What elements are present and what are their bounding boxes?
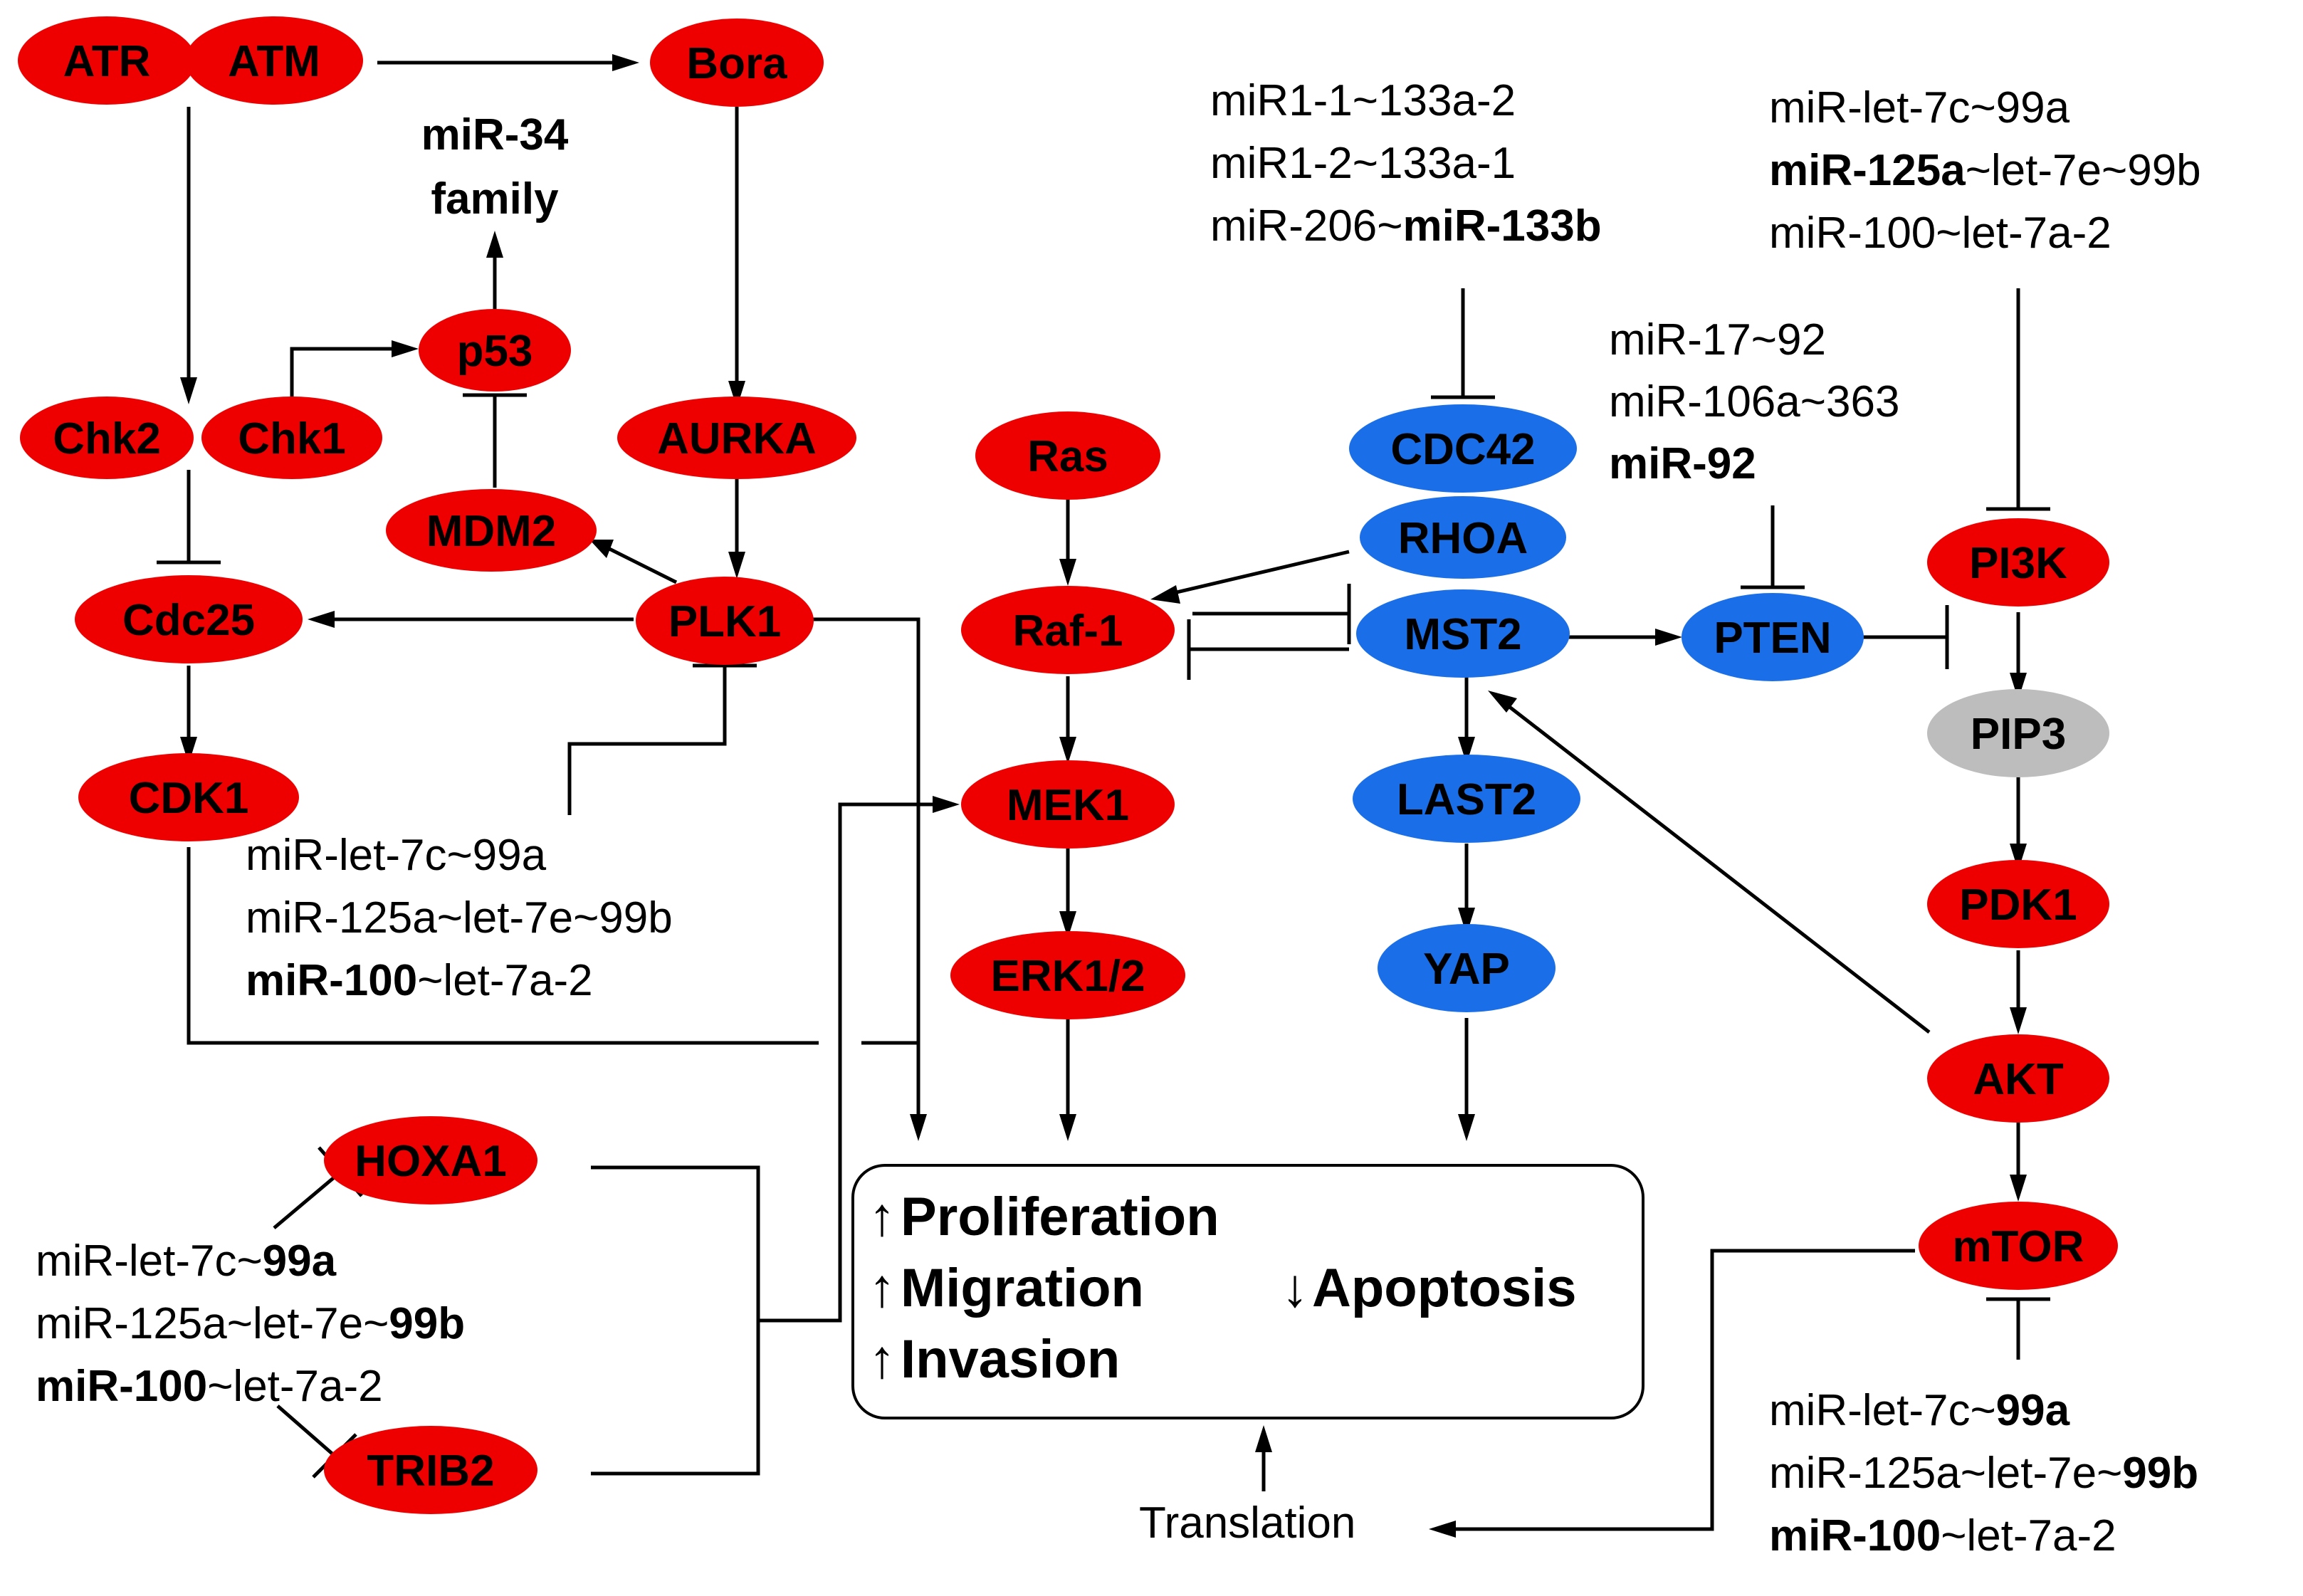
- arrow-up-1: ↑: [869, 1187, 896, 1247]
- arrow-down: ↓: [1281, 1258, 1308, 1318]
- svg-text:miR-100~let-7a-2: miR-100~let-7a-2: [1769, 1511, 2116, 1560]
- node-bora: Bora: [650, 19, 824, 107]
- svg-text:Cdc25: Cdc25: [122, 596, 255, 645]
- svg-text:MST2: MST2: [1404, 610, 1521, 659]
- nodes: ATR ATM Bora miR-34 family p53 Chk2 Chk1…: [18, 16, 2118, 1514]
- arrow-up-3: ↑: [869, 1329, 896, 1390]
- node-atm: ATM: [185, 16, 363, 105]
- node-last2: LAST2: [1353, 755, 1580, 843]
- proliferation-label: Proliferation: [901, 1187, 1219, 1247]
- svg-text:ATM: ATM: [228, 37, 320, 86]
- node-hoxa1: HOXA1: [324, 1116, 537, 1204]
- svg-text:AURKA: AURKA: [657, 414, 817, 463]
- mirna-group-pten: miR-17~92 miR-106a~363 miR-92: [1609, 315, 1899, 488]
- svg-text:miR1-2~133a-1: miR1-2~133a-1: [1210, 139, 1516, 188]
- svg-text:mTOR: mTOR: [1953, 1222, 2084, 1271]
- svg-text:miR-125a~let-7e~99b: miR-125a~let-7e~99b: [246, 893, 673, 943]
- svg-text:miR-let-7c~99a: miR-let-7c~99a: [36, 1237, 337, 1286]
- mirna-group-hox: miR-let-7c~99a miR-125a~let-7e~99b miR-1…: [36, 1237, 465, 1411]
- mir34-line2: family: [431, 174, 559, 224]
- svg-text:miR1-1~133a-2: miR1-1~133a-2: [1210, 76, 1516, 125]
- svg-text:HOXA1: HOXA1: [355, 1137, 507, 1186]
- node-erk12: ERK1/2: [950, 931, 1185, 1019]
- svg-text:PDK1: PDK1: [1959, 881, 2077, 930]
- svg-text:miR-100~let-7a-2: miR-100~let-7a-2: [36, 1362, 383, 1411]
- node-mdm2: MDM2: [386, 489, 597, 572]
- node-pip3: PIP3: [1927, 689, 2109, 777]
- apoptosis-label: Apoptosis: [1312, 1258, 1577, 1318]
- translation-label: Translation: [1139, 1498, 1355, 1548]
- svg-text:Bora: Bora: [686, 39, 787, 88]
- node-rhoa: RHOA: [1360, 496, 1566, 579]
- mir34-line1: miR-34: [421, 110, 569, 159]
- svg-text:miR-17~92: miR-17~92: [1609, 315, 1826, 364]
- node-mtor: mTOR: [1919, 1202, 2118, 1290]
- svg-text:TRIB2: TRIB2: [367, 1447, 494, 1496]
- svg-text:miR-106a~363: miR-106a~363: [1609, 377, 1899, 426]
- mirna-group-cdc42: miR1-1~133a-2 miR1-2~133a-1 miR-206~miR-…: [1210, 76, 1602, 251]
- svg-text:p53: p53: [457, 327, 533, 376]
- node-pdk1: PDK1: [1927, 860, 2109, 948]
- node-pten: PTEN: [1682, 593, 1864, 681]
- mirna-group-pi3k: miR-let-7c~99a miR-125a~let-7e~99b miR-1…: [1769, 83, 2201, 258]
- svg-text:miR-125a~let-7e~99b: miR-125a~let-7e~99b: [36, 1299, 465, 1348]
- svg-text:MEK1: MEK1: [1007, 781, 1129, 830]
- svg-text:PI3K: PI3K: [1969, 539, 2067, 588]
- svg-text:LAST2: LAST2: [1397, 775, 1536, 824]
- svg-text:Chk2: Chk2: [53, 414, 161, 463]
- svg-text:PLK1: PLK1: [668, 597, 781, 646]
- svg-text:Ras: Ras: [1027, 432, 1108, 481]
- svg-text:ERK1/2: ERK1/2: [990, 952, 1145, 1001]
- svg-text:RHOA: RHOA: [1398, 514, 1528, 563]
- svg-text:Raf-1: Raf-1: [1012, 607, 1123, 656]
- svg-text:MDM2: MDM2: [426, 507, 557, 556]
- node-chk2: Chk2: [20, 397, 194, 479]
- svg-text:AKT: AKT: [1973, 1055, 2064, 1104]
- svg-text:miR-125a~let-7e~99b: miR-125a~let-7e~99b: [1769, 146, 2201, 195]
- svg-text:ATR: ATR: [63, 37, 151, 86]
- svg-text:miR-100~let-7a-2: miR-100~let-7a-2: [246, 956, 593, 1005]
- node-cdc42: CDC42: [1349, 404, 1577, 493]
- svg-text:Chk1: Chk1: [238, 414, 346, 463]
- svg-text:miR-206~miR-133b: miR-206~miR-133b: [1210, 201, 1602, 251]
- arrow-up-2: ↑: [869, 1258, 896, 1318]
- node-atr: ATR: [18, 16, 196, 105]
- invasion-label: Invasion: [901, 1329, 1120, 1390]
- migration-label: Migration: [901, 1258, 1144, 1318]
- node-chk1: Chk1: [201, 397, 382, 479]
- node-mek1: MEK1: [961, 760, 1175, 849]
- node-p53: p53: [419, 309, 571, 392]
- node-plk1: PLK1: [636, 577, 814, 665]
- svg-text:miR-100~let-7a-2: miR-100~let-7a-2: [1769, 209, 2111, 258]
- node-akt: AKT: [1927, 1034, 2109, 1123]
- outcome-labels: ↑ Proliferation ↑ Migration ↑ Invasion ↓…: [869, 1187, 1577, 1390]
- node-mst2: MST2: [1356, 589, 1570, 678]
- svg-text:PTEN: PTEN: [1714, 614, 1831, 663]
- node-yap: YAP: [1378, 924, 1556, 1012]
- node-raf1: Raf-1: [961, 586, 1175, 674]
- svg-text:miR-let-7c~99a: miR-let-7c~99a: [246, 831, 547, 880]
- node-ras: Ras: [975, 411, 1160, 500]
- mirna-group-plk1: miR-let-7c~99a miR-125a~let-7e~99b miR-1…: [246, 831, 673, 1005]
- node-aurka: AURKA: [617, 397, 856, 479]
- node-cdc25: Cdc25: [75, 575, 303, 663]
- svg-text:miR-let-7c~99a: miR-let-7c~99a: [1769, 83, 2070, 132]
- svg-text:CDC42: CDC42: [1390, 425, 1535, 474]
- svg-text:miR-let-7c~99a: miR-let-7c~99a: [1769, 1386, 2070, 1435]
- node-trib2: TRIB2: [324, 1426, 537, 1514]
- svg-text:CDK1: CDK1: [129, 774, 249, 823]
- connectors: [157, 54, 2050, 1538]
- svg-text:miR-92: miR-92: [1609, 439, 1756, 488]
- svg-text:miR-125a~let-7e~99b: miR-125a~let-7e~99b: [1769, 1449, 2198, 1498]
- svg-text:YAP: YAP: [1423, 945, 1510, 994]
- svg-text:PIP3: PIP3: [1971, 710, 2066, 759]
- mirna-group-mtor: miR-let-7c~99a miR-125a~let-7e~99b miR-1…: [1769, 1386, 2198, 1560]
- node-pi3k: PI3K: [1927, 518, 2109, 607]
- node-cdk1: CDK1: [78, 753, 299, 841]
- outcome-box: [851, 1164, 1644, 1419]
